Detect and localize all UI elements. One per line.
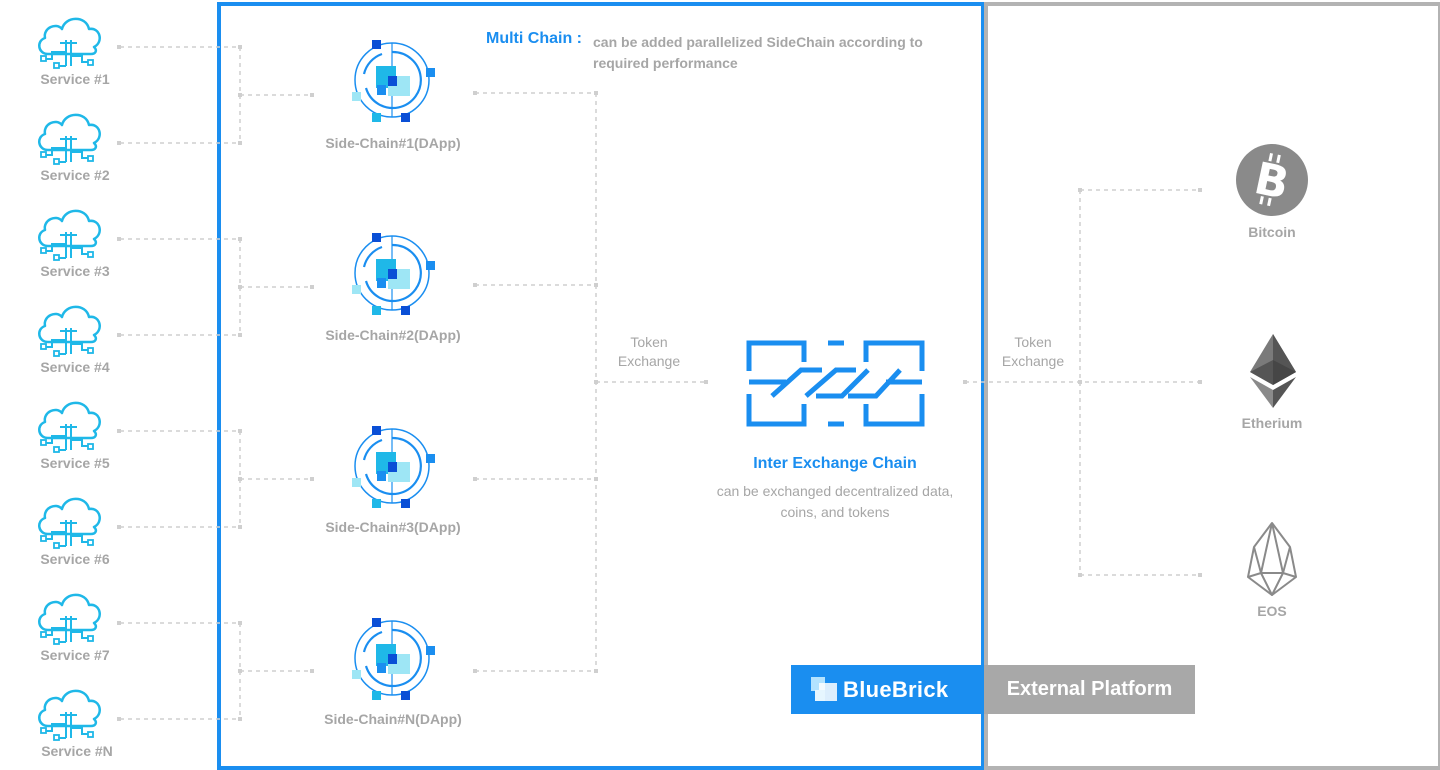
inter-exchange-description: can be exchanged decentralized data, coi… — [716, 483, 954, 520]
bitcoin-label: Bitcoin — [1248, 224, 1296, 240]
service-label-6: Service #6 — [40, 551, 110, 567]
service-label-2: Service #2 — [40, 167, 110, 183]
service-label-7: Service #7 — [40, 647, 110, 663]
bluebrick-logo-icon — [811, 677, 837, 701]
sidechain-label-3: Side-Chain#3(DApp) — [325, 519, 461, 535]
ethereum-icon — [1250, 334, 1296, 408]
sidechain-icon — [352, 426, 436, 510]
ethereum-label: Etherium — [1241, 415, 1303, 431]
eos-label: EOS — [1257, 603, 1287, 619]
sidechain-icon — [352, 618, 436, 702]
eos-icon — [1247, 522, 1297, 596]
chain-link-icon — [746, 340, 925, 427]
multichain-description: can be added parallelized SideChain acco… — [593, 34, 923, 71]
cloud-service-icon — [38, 305, 101, 358]
sidechain-label-n: Side-Chain#N(DApp) — [324, 711, 462, 727]
bitcoin-icon: B — [1236, 144, 1308, 216]
token-exchange-left: Token Exchange — [617, 334, 681, 369]
inter-exchange-title: Inter Exchange Chain — [753, 455, 917, 472]
external-platform-badge: External Platform — [984, 665, 1195, 714]
cloud-service-icon — [38, 401, 101, 454]
sidechain-icon — [352, 40, 436, 124]
sidechain-label-1: Side-Chain#1(DApp) — [325, 135, 461, 151]
cloud-service-icon — [38, 209, 101, 262]
cloud-service-icon — [38, 593, 101, 646]
token-exchange-right: Token Exchange — [1001, 334, 1065, 369]
external-platform-label: External Platform — [1006, 678, 1173, 700]
sidechain-icon — [352, 233, 436, 317]
cloud-service-icon — [38, 497, 101, 550]
multichain-title: Multi Chain : — [486, 30, 582, 47]
service-label-n: Service #N — [41, 743, 113, 759]
cloud-service-icon — [38, 113, 101, 166]
cloud-service-icon — [38, 17, 101, 70]
service-label-5: Service #5 — [40, 455, 110, 471]
bluebrick-badge: BlueBrick — [791, 665, 982, 714]
sidechain-label-2: Side-Chain#2(DApp) — [325, 327, 461, 343]
brand-name: BlueBrick — [843, 677, 949, 702]
service-label-1: Service #1 — [40, 71, 110, 87]
service-label-3: Service #3 — [40, 263, 110, 279]
service-label-4: Service #4 — [40, 359, 110, 375]
cloud-service-icon — [38, 689, 101, 742]
